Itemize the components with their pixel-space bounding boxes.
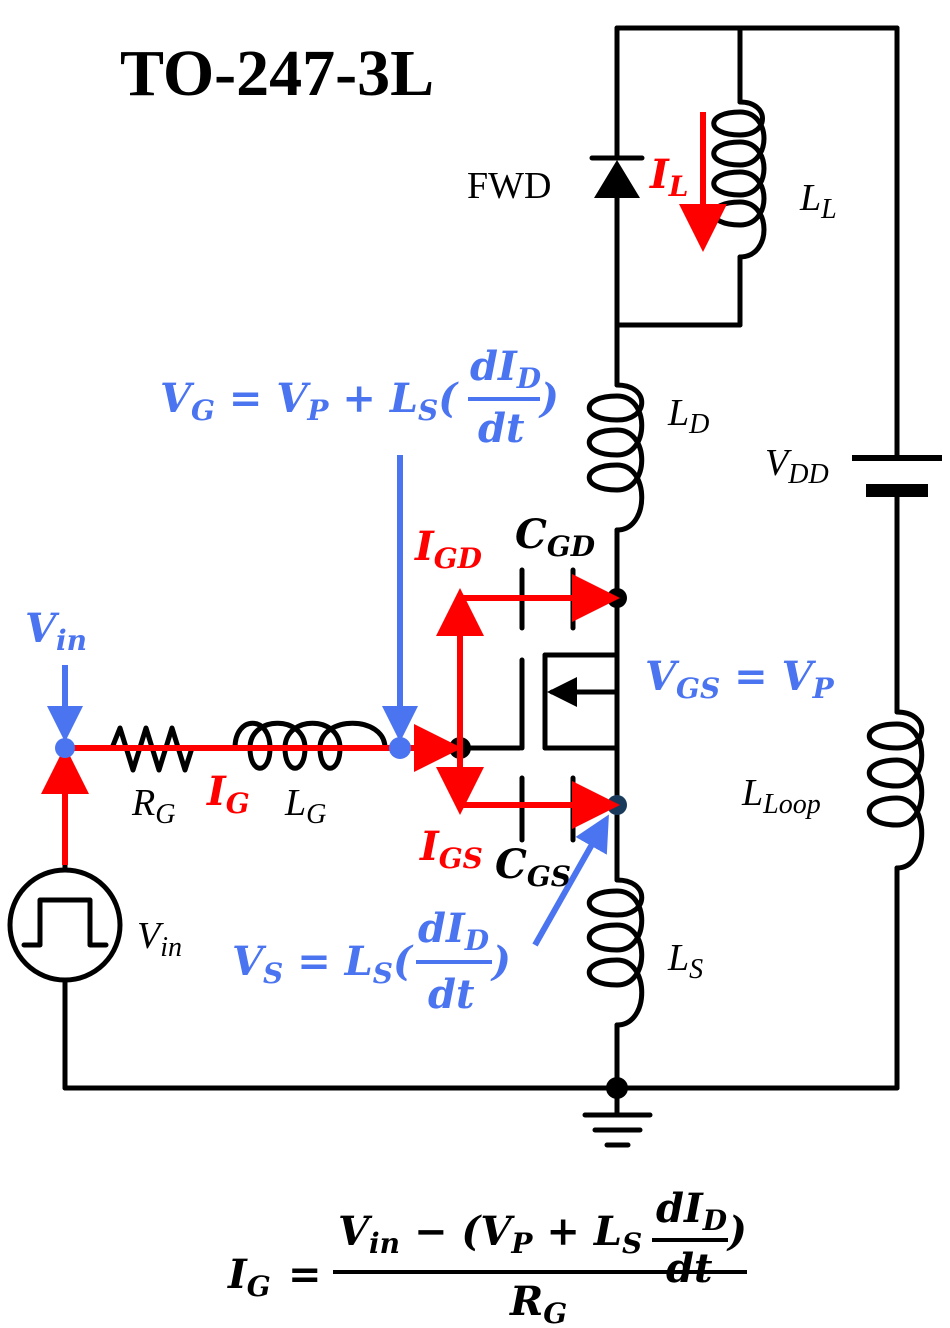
svg-text:): ) (726, 1208, 747, 1255)
label-ls: LS (667, 937, 703, 985)
svg-text:=: = (288, 1251, 322, 1298)
svg-text:dt: dt (666, 1245, 713, 1292)
label-rg: RG (131, 782, 175, 830)
svg-text:IG: IG (227, 1251, 271, 1303)
title: TO-247-3L (120, 37, 434, 110)
inductor-ld (586, 382, 645, 533)
vgs-equation: VGS = VP (645, 653, 835, 705)
label-vdd: VDD (765, 442, 829, 490)
freewheel-diode (589, 155, 645, 198)
inductor-lloop (866, 709, 925, 871)
vs-pointer-arrow (532, 814, 609, 947)
pulse-source (7, 867, 123, 983)
ground-symbol (582, 1085, 653, 1148)
vs-equation: VS = LS( dID dt ) (232, 905, 511, 1018)
label-vin-node: Vin (25, 605, 87, 657)
drain-node (607, 588, 627, 608)
label-igs: IGS (419, 823, 483, 875)
label-lg: LG (284, 782, 326, 830)
svg-text:Vin − (VP + LS: Vin − (VP + LS (338, 1208, 642, 1260)
vg-node-dot (389, 737, 411, 759)
svg-text:dID: dID (470, 343, 542, 395)
igd-current-path (457, 574, 620, 748)
label-ig: IG (206, 768, 250, 820)
ground-node (606, 1077, 628, 1099)
label-ld: LD (667, 392, 709, 440)
label-cgd: CGD (515, 511, 596, 563)
vin-node-dot (55, 738, 75, 758)
vg-equation: VG = VP + LS( dID dt ) (160, 343, 559, 452)
label-igd: IGD (414, 523, 483, 575)
source-node (607, 795, 627, 815)
gate-current-formula: IG = Vin − (VP + LS dID dt ) RG (227, 1185, 747, 1328)
label-lloop: LLoop (741, 772, 821, 820)
svg-text:dt: dt (478, 405, 525, 452)
label-cgs: CGS (495, 841, 571, 893)
inductor-ll (711, 99, 767, 260)
battery-vdd (852, 455, 942, 497)
label-vin-source: Vin (137, 915, 182, 963)
inductor-ls (586, 877, 645, 1028)
svg-text:): ) (538, 375, 559, 422)
svg-text:VG = VP + LS(: VG = VP + LS( (160, 375, 459, 427)
igs-current-path (457, 748, 620, 829)
label-ll: LL (799, 177, 837, 225)
label-il: IL (649, 151, 688, 203)
svg-text:dt: dt (428, 971, 475, 1018)
svg-text:VS = LS(: VS = LS( (232, 938, 414, 990)
svg-text:dID: dID (418, 905, 490, 957)
svg-text:dID: dID (656, 1185, 728, 1237)
fwd-label: FWD (467, 165, 551, 207)
svg-text:RG: RG (509, 1278, 567, 1328)
svg-text:): ) (490, 938, 511, 985)
